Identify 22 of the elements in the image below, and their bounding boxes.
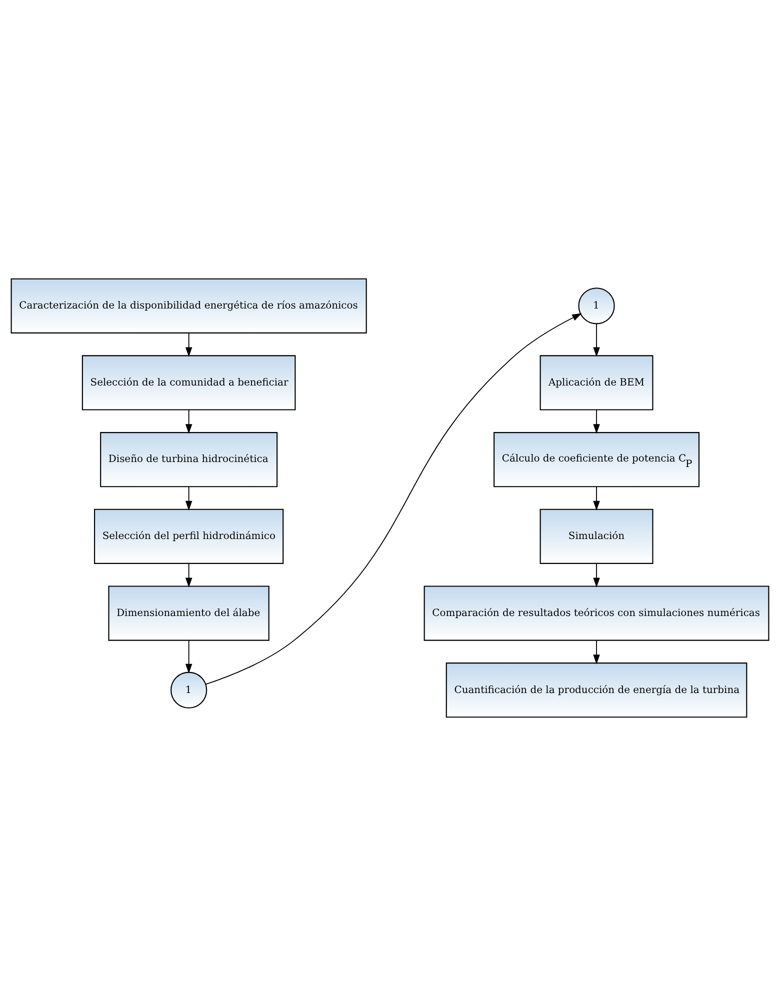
arrow: [593, 486, 600, 510]
node-box: Selección de la comunidad a beneficiar: [82, 354, 296, 410]
node-box: Cuantificación de la producción de energía de la turbina: [446, 662, 748, 718]
arrow: [205, 312, 582, 684]
arrow: [593, 562, 600, 587]
node-box: Selección del perfil hidrodinámico: [94, 508, 284, 564]
node-box: Aplicación de BEM: [540, 354, 654, 410]
node-box: Simulación: [540, 508, 654, 564]
node-box: Dimensionamiento del álabe: [108, 585, 270, 640]
node-box: Comparación de resultados teóricos con simulaciones numéricas: [424, 585, 770, 640]
arrow: [185, 639, 192, 674]
node-box: Diseño de turbina hidrocinética: [100, 432, 278, 487]
arrow: [185, 486, 192, 510]
arrow: [185, 562, 192, 587]
arrow: [185, 332, 192, 356]
node-box: Caracterización de la disponibilidad energética de ríos amazónicos: [10, 278, 367, 333]
arrow: [593, 639, 600, 664]
node-circle: 1: [170, 671, 208, 708]
arrow: [593, 408, 600, 434]
node-circle: 1: [578, 287, 615, 324]
arrow: [593, 322, 600, 356]
arrow: [185, 408, 192, 434]
